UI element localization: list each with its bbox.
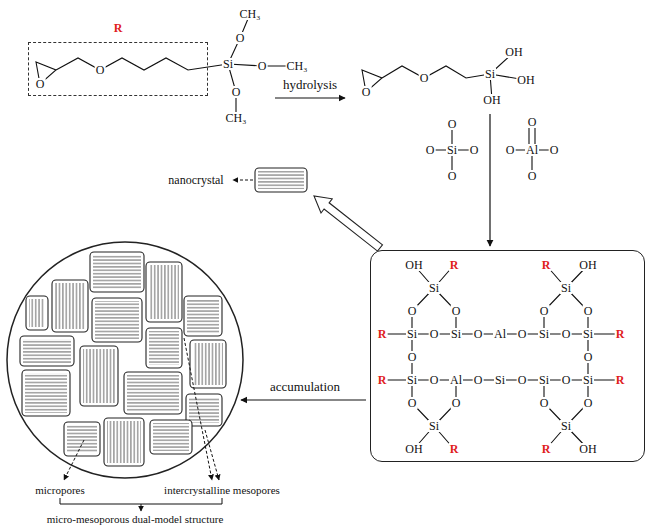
atom-label: Si — [560, 282, 572, 294]
atom-label: O — [561, 328, 572, 340]
caption-label: hydrolysis — [282, 78, 338, 91]
aggregate-outline — [7, 242, 243, 478]
atom-label: Al — [525, 144, 539, 156]
atom-label: Si — [406, 328, 418, 340]
atom-label: O — [451, 397, 462, 409]
atom-label: O — [429, 374, 440, 386]
substituent-label: R — [449, 443, 460, 455]
sio4-bonds — [430, 124, 474, 176]
atom-label: O — [95, 64, 106, 76]
atom-label: O — [517, 374, 528, 386]
atom-label: O — [473, 328, 484, 340]
atom-label: O — [469, 144, 480, 156]
substituent-label: R — [377, 328, 388, 340]
atom-label: O — [583, 351, 594, 363]
atom-label: O — [407, 351, 418, 363]
atom-label: OH — [504, 46, 523, 58]
atom-label: O — [231, 86, 242, 98]
atom-label: O — [527, 116, 538, 128]
atom-label: Si — [406, 374, 418, 386]
caption-label: nanocrystal — [167, 174, 224, 186]
atom-label: OH — [404, 259, 423, 271]
atom-label: Si — [428, 420, 440, 432]
atom-label: Si — [538, 374, 550, 386]
nanocrystal-shape — [255, 168, 307, 192]
atom-label: O — [527, 170, 538, 182]
atom-label: OH — [516, 74, 535, 86]
down-arrow — [489, 114, 490, 246]
atom-label: O — [419, 72, 430, 84]
atom-label: O — [561, 374, 572, 386]
atom-label: O — [505, 144, 516, 156]
substituent-label: R — [113, 22, 124, 34]
atom-label: O — [451, 305, 462, 317]
crystal-aggregate — [20, 252, 226, 466]
substituent-label: R — [377, 374, 388, 386]
silane-bonds — [36, 14, 297, 118]
atom-label: OH — [578, 259, 597, 271]
substituent-label: R — [615, 374, 626, 386]
mesopore-leader — [184, 338, 212, 480]
atom-label: O — [429, 328, 440, 340]
atom-label: O — [539, 397, 550, 409]
nanocrystal-pointer — [233, 180, 253, 181]
atom-label: Al — [449, 374, 463, 386]
atom-label: O — [257, 60, 268, 72]
atom-label: O — [407, 397, 418, 409]
atom-label: O — [583, 305, 594, 317]
atom-label: CH₃ — [286, 60, 309, 72]
atom-label: O — [447, 118, 458, 130]
bracket — [60, 498, 222, 504]
micropore-leader — [64, 440, 84, 480]
atom-label: OH — [482, 94, 501, 106]
substituent-label: R — [615, 328, 626, 340]
atom-label: Si — [446, 144, 458, 156]
bracket-arrow — [141, 504, 142, 511]
hollow-arrow — [314, 196, 383, 251]
caption-label: accumulation — [269, 380, 341, 393]
atom-label: OH — [578, 443, 597, 455]
atom-label: Si — [428, 282, 440, 294]
accumulation-arrow — [241, 399, 366, 400]
alo4-bonds — [510, 122, 554, 176]
network-bonds — [382, 265, 620, 449]
silanol-bonds — [362, 52, 526, 100]
atom-label: O — [517, 328, 528, 340]
atom-label: O — [539, 305, 550, 317]
r-group-box: ROO — [28, 42, 208, 96]
atom-label: Si — [582, 374, 594, 386]
substituent-label: R — [541, 259, 552, 271]
atom-label: O — [361, 86, 372, 98]
hydrolysis-arrow — [275, 97, 345, 98]
atom-label: Si — [494, 374, 506, 386]
mesopore-leader — [205, 430, 219, 480]
atom-label: Si — [484, 68, 496, 80]
atom-label: O — [447, 170, 458, 182]
network-box: OHRROHSiSiOOOORSiOSiOAlOSiOSiROORSiOAlOS… — [370, 250, 645, 462]
atom-label: CH₃ — [225, 112, 248, 124]
atom-label: O — [549, 144, 560, 156]
atom-label: O — [407, 305, 418, 317]
atom-label: OH — [404, 443, 423, 455]
caption-label: micro-mesoporous dual-model structure — [46, 514, 225, 525]
atom-label: Si — [538, 328, 550, 340]
atom-label: Si — [582, 328, 594, 340]
atom-label: O — [473, 374, 484, 386]
atom-label: O — [235, 32, 246, 44]
caption-label: intercrystalline mesopores — [163, 485, 281, 496]
atom-label: CH₃ — [239, 8, 262, 20]
atom-label: Si — [450, 328, 462, 340]
atom-label: Si — [222, 58, 234, 70]
atom-label: Si — [560, 420, 572, 432]
atom-label: O — [35, 78, 46, 90]
substituent-label: R — [449, 259, 460, 271]
caption-label: micropores — [34, 485, 85, 496]
substituent-label: R — [541, 443, 552, 455]
atom-label: Al — [493, 328, 507, 340]
atom-label: O — [583, 397, 594, 409]
atom-label: O — [425, 144, 436, 156]
